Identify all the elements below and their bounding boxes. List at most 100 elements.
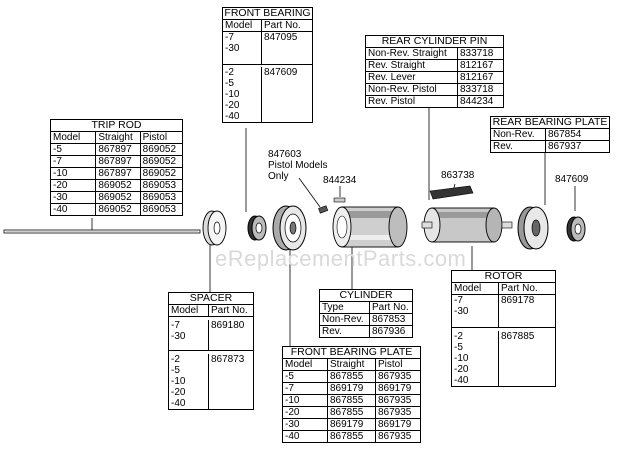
rear-cylinder-pin-title: REAR CYLINDER PIN (366, 36, 503, 48)
cell: 867855 (327, 371, 375, 382)
header-part-no: Part No. (498, 283, 554, 294)
cell: Rev. Straight (368, 60, 426, 71)
cell: 867855 (327, 431, 375, 442)
models-cell: -2 -5 -10 -20 -40 (223, 67, 261, 122)
cell: 869052 (95, 192, 139, 203)
cell: 867935 (375, 431, 420, 442)
cell: 844234 (457, 96, 502, 107)
list-item: -7 -30 869178 (452, 295, 555, 328)
list-item: -2 -5 -10 -20 -40 867873 (169, 351, 253, 409)
header-part-no: Part No. (369, 302, 411, 313)
rear-bearing-plate-title: REAR BEARING PLATE (491, 116, 609, 129)
front-bearing-part (247, 215, 267, 241)
cell: Rev. (493, 141, 513, 152)
cylinder-part (332, 206, 408, 248)
models-cell: -2 -5 -10 -20 -40 (452, 331, 498, 386)
cell: 869052 (139, 156, 182, 167)
cell: 869052 (139, 168, 182, 179)
model-value: -2 (454, 331, 463, 342)
cell: -7 (53, 156, 62, 167)
cell: 869179 (375, 383, 420, 394)
spacer-title: SPACER (169, 293, 253, 305)
spacer-part (202, 210, 227, 246)
cylinder-table: CYLINDER Type Part No. Non-Rev.867853 Re… (319, 289, 413, 338)
cell: Non-Rev. Straight (368, 48, 447, 59)
pistol-note-part-label: 847603 (268, 149, 302, 160)
model-value: -5 (454, 342, 463, 353)
trip-rod-header: Model Straight Pistol (51, 132, 182, 144)
rear-bearing-plate-part (517, 206, 549, 250)
list-item: -2 -5 -10 -20 -40 867885 (452, 328, 555, 386)
cell: -7 (285, 383, 294, 394)
cell: -20 (53, 180, 68, 191)
table-row: Non-Rev. Straight 833718 (366, 48, 503, 60)
rotor-table: ROTOR Model Part No. -7 -30 869178 -2 -5… (451, 270, 556, 387)
model-value: -2 (225, 67, 234, 78)
cell: Non-Rev. Pistol (368, 84, 437, 95)
model-value: -7 (225, 32, 234, 43)
cell: 867853 (369, 314, 411, 325)
model-value: -20 (454, 364, 469, 375)
model-value: -10 (454, 353, 469, 364)
model-value: -30 (454, 306, 469, 317)
part-value: 847095 (261, 32, 311, 64)
header-model: Model (454, 283, 482, 294)
cell: 867936 (369, 326, 411, 337)
cell: 869179 (375, 419, 420, 430)
model-value: -10 (225, 89, 240, 100)
front-bearing-plate-title: FRONT BEARING PLATE (283, 347, 420, 359)
cell: 867854 (545, 129, 608, 140)
model-value: -40 (454, 375, 469, 386)
part-value: 869178 (498, 295, 554, 327)
cell: 867855 (327, 395, 375, 406)
models-cell: -7 -30 (169, 320, 208, 350)
front-bearing-title: FRONT BEARING (223, 7, 312, 20)
cell: 833718 (457, 84, 502, 95)
table-row: Rev. 867937 (491, 141, 609, 152)
cell: 867897 (95, 156, 139, 167)
cell: 833718 (457, 48, 502, 59)
table-row: Non-Rev.867853 (320, 314, 412, 326)
vane-part-label: 863738 (441, 170, 475, 181)
cell: -5 (285, 371, 294, 382)
cell: -30 (53, 192, 68, 203)
header-model: Model (171, 305, 199, 316)
model-value: -2 (171, 354, 180, 365)
cell: 812167 (457, 60, 502, 71)
rear-cylinder-pin-table: REAR CYLINDER PIN Non-Rev. Straight 83371… (365, 35, 504, 108)
part-value: 869180 (208, 320, 252, 350)
model-value: -20 (171, 387, 186, 398)
cell: -10 (285, 395, 300, 406)
spacer-table: SPACER Model Part No. -7 -30 869180 -2 -… (168, 292, 254, 410)
list-item: -2 -5 -10 -20 -40 847609 (223, 65, 312, 122)
table-row: Rev.867936 (320, 326, 412, 337)
header-pistol: Pistol (139, 132, 182, 143)
table-row: Non-Rev.867854 (491, 129, 609, 141)
header-model: Model (53, 132, 81, 143)
front-bearing-header: Model Part No. (223, 20, 312, 32)
model-value: -7 (171, 320, 180, 331)
small-pin-parts (318, 197, 346, 214)
cell: 867937 (545, 141, 608, 152)
front-bearing-table: FRONT BEARING Model Part No. -7 -30 8470… (222, 7, 313, 123)
model-value: -20 (225, 100, 240, 111)
models-cell: -7 -30 (452, 295, 498, 327)
header-part-no: Part No. (208, 305, 252, 316)
cell: -10 (53, 168, 68, 179)
cell: -5 (53, 144, 62, 155)
cell: 867935 (375, 407, 420, 418)
rear-bearing-part (566, 216, 586, 242)
header-part-no: Part No. (261, 20, 311, 31)
